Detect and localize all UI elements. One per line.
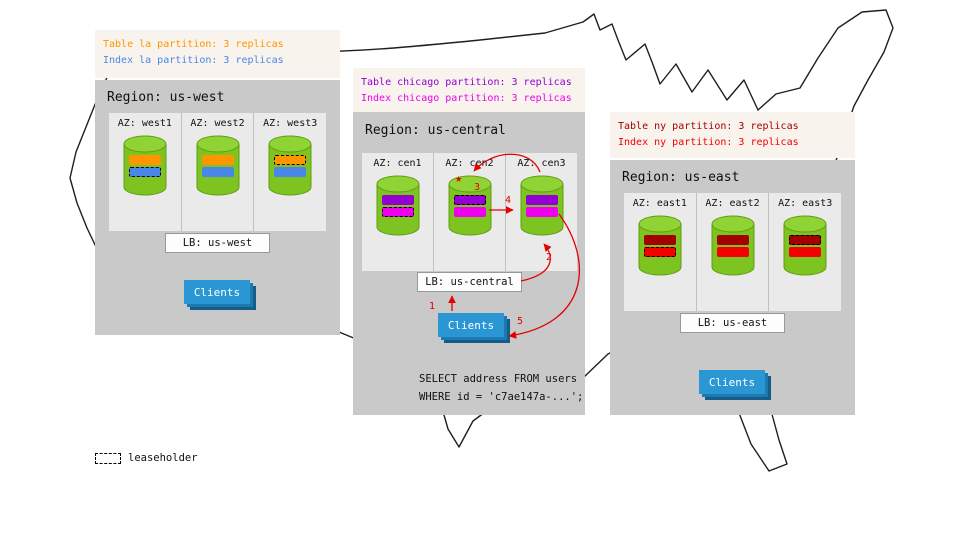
index-replica-bar: [716, 247, 749, 257]
az-west2-database: [195, 134, 241, 198]
central-partition-annotation: Table chicago partition: 3 replicas Inde…: [353, 68, 585, 112]
west-az-panel: AZ: west1 AZ: west2: [109, 113, 326, 231]
region-us-central: Table chicago partition: 3 replicas Inde…: [353, 68, 585, 415]
az-cen2-database: [447, 174, 493, 238]
region-east-title: Region: us-east: [622, 170, 740, 185]
az-west3-label: AZ: west3: [263, 118, 318, 129]
database-cylinder-icon: [783, 215, 827, 276]
az-east3-label: AZ: east3: [778, 198, 833, 209]
west-table-annotation: Table la partition: 3 replicas: [103, 39, 284, 50]
west-clients-label: Clients: [193, 285, 241, 299]
az-cen1-database: [375, 174, 421, 238]
sql-query: SELECT address FROM users WHERE id = 'c7…: [419, 371, 583, 407]
table-replica-bar: [453, 195, 486, 205]
central-load-balancer: LB: us-central: [417, 272, 522, 292]
table-replica-bar: [525, 195, 558, 205]
east-index-annotation: Index ny partition: 3 replicas: [618, 137, 799, 148]
table-replica-bar: [381, 195, 414, 205]
table-replica-bar: [789, 235, 822, 245]
database-cylinder-icon: [376, 175, 419, 236]
central-index-annotation: Index chicago partition: 3 replicas: [361, 93, 572, 104]
region-central-title: Region: us-central: [365, 123, 506, 138]
az-east1-database: [637, 214, 683, 278]
az-west2-label: AZ: west2: [190, 118, 245, 129]
table-replica-bar: [716, 235, 749, 245]
az-cen3: AZ: cen3: [506, 153, 577, 271]
legend-label: leaseholder: [128, 452, 198, 464]
az-cen1-label: AZ: cen1: [373, 158, 422, 169]
index-replica-bar: [453, 207, 486, 217]
region-us-west: Region: us-west AZ: west1 AZ: west2: [95, 80, 340, 335]
east-az-panel: AZ: east1 AZ: east2: [624, 193, 841, 311]
index-replica-bar: [789, 247, 822, 257]
table-replica-bar: [128, 155, 161, 165]
az-east1-label: AZ: east1: [632, 198, 687, 209]
index-replica-bar: [643, 247, 676, 257]
region-west-title: Region: us-west: [107, 90, 225, 105]
database-cylinder-icon: [711, 215, 754, 276]
table-replica-bar: [201, 155, 234, 165]
east-partition-annotation: Table ny partition: 3 replicas Index ny …: [610, 112, 855, 158]
database-cylinder-icon: [196, 135, 239, 196]
az-east3-database: [782, 214, 828, 278]
az-cen3-database: [519, 174, 565, 238]
az-cen1: AZ: cen1: [362, 153, 434, 271]
az-west1-database: [122, 134, 168, 198]
table-replica-bar: [274, 155, 307, 165]
west-load-balancer: LB: us-west: [165, 233, 270, 253]
az-east1: AZ: east1: [624, 193, 697, 311]
central-az-panel: AZ: cen1 AZ: cen2: [362, 153, 577, 271]
az-west1-label: AZ: west1: [117, 118, 172, 129]
west-partition-annotation: Table la partition: 3 replicas Index la …: [95, 30, 340, 78]
west-clients: Clients: [184, 280, 250, 304]
east-clients: Clients: [699, 370, 765, 394]
index-replica-bar: [274, 167, 307, 177]
az-west2: AZ: west2: [182, 113, 255, 231]
index-replica-bar: [128, 167, 161, 177]
az-west3: AZ: west3: [254, 113, 326, 231]
central-clients-label: Clients: [447, 318, 495, 332]
east-table-annotation: Table ny partition: 3 replicas: [618, 121, 799, 132]
az-cen2: AZ: cen2: [434, 153, 506, 271]
west-index-annotation: Index la partition: 3 replicas: [103, 55, 284, 66]
az-west1: AZ: west1: [109, 113, 182, 231]
index-replica-bar: [525, 207, 558, 217]
database-cylinder-icon: [123, 135, 167, 196]
az-cen3-label: AZ: cen3: [517, 158, 566, 169]
az-east3: AZ: east3: [769, 193, 841, 311]
database-cylinder-icon: [448, 175, 491, 236]
index-replica-bar: [201, 167, 234, 177]
leaseholder-legend: leaseholder: [95, 452, 198, 464]
database-cylinder-icon: [638, 215, 682, 276]
az-east2-database: [710, 214, 756, 278]
sql-line-2: WHERE id = 'c7ae147a-...';: [419, 390, 584, 403]
az-east2: AZ: east2: [697, 193, 770, 311]
leaseholder-swatch-icon: [95, 452, 121, 464]
database-cylinder-icon: [520, 175, 563, 236]
sql-line-1: SELECT address FROM users: [419, 373, 578, 385]
table-replica-bar: [643, 235, 676, 245]
central-table-annotation: Table chicago partition: 3 replicas: [361, 77, 572, 88]
index-replica-bar: [381, 207, 414, 217]
az-cen2-label: AZ: cen2: [445, 158, 494, 169]
database-cylinder-icon: [268, 135, 312, 196]
central-clients: Clients: [438, 313, 504, 337]
east-clients-label: Clients: [708, 375, 756, 389]
az-east2-label: AZ: east2: [705, 198, 760, 209]
east-load-balancer: LB: us-east: [680, 313, 785, 333]
region-us-east: Region: us-east AZ: east1 AZ: east2: [610, 160, 855, 415]
az-west3-database: [267, 134, 313, 198]
